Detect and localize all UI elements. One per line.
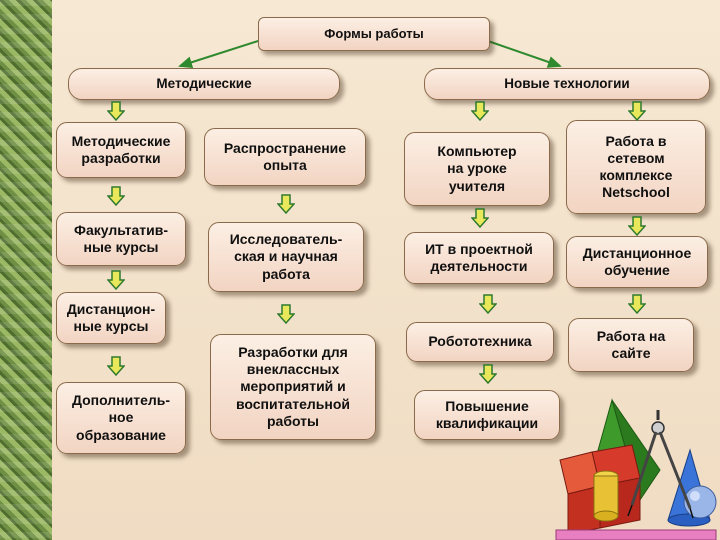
- connector-root-right: [487, 40, 562, 68]
- node-elective-courses: Факультатив- ные курсы: [56, 212, 186, 266]
- down-arrow-icon: [628, 216, 646, 236]
- node-extracurricular-developments: Разработки для внеклассных мероприятий и…: [210, 334, 376, 440]
- node-professional-development: Повышение квалификации: [414, 390, 560, 440]
- down-arrow-icon: [107, 270, 125, 290]
- node-website-work: Работа на сайте: [568, 318, 694, 372]
- connector-root-left: [178, 40, 259, 69]
- down-arrow-icon: [277, 194, 295, 214]
- down-arrow-icon: [277, 304, 295, 324]
- down-arrow-icon: [479, 364, 497, 384]
- node-it-project-activity: ИТ в проектной деятельности: [404, 232, 554, 284]
- down-arrow-icon: [479, 294, 497, 314]
- node-robotics: Робототехника: [406, 322, 554, 362]
- node-distance-learning: Дистанционное обучение: [566, 236, 708, 288]
- root-node: Формы работы: [258, 17, 490, 51]
- node-distance-courses: Дистанцион- ные курсы: [56, 292, 166, 344]
- down-arrow-icon: [471, 208, 489, 228]
- down-arrow-icon: [107, 101, 125, 121]
- down-arrow-icon: [107, 186, 125, 206]
- node-methodical-developments: Методические разработки: [56, 122, 186, 178]
- node-computer-in-lesson: Компьютер на уроке учителя: [404, 132, 550, 206]
- decorative-side-border: [0, 0, 52, 540]
- node-additional-education: Дополнитель- ное образование: [56, 382, 186, 454]
- down-arrow-icon: [628, 294, 646, 314]
- category-new-technologies: Новые технологии: [424, 68, 710, 100]
- down-arrow-icon: [107, 356, 125, 376]
- down-arrow-icon: [628, 101, 646, 121]
- category-methodical: Методические: [68, 68, 340, 100]
- node-experience-sharing: Распространение опыта: [204, 128, 366, 186]
- node-research-work: Исследователь- ская и научная работа: [208, 222, 364, 292]
- down-arrow-icon: [471, 101, 489, 121]
- node-netschool-network: Работа в сетевом комплексе Netschool: [566, 120, 706, 214]
